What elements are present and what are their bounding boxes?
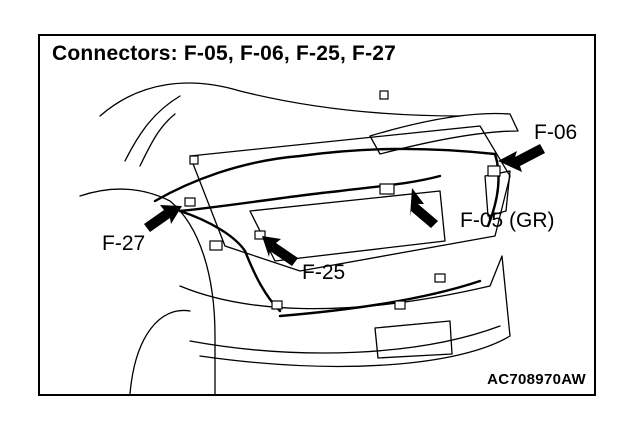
connector-shape xyxy=(379,183,395,195)
arrow-f27 xyxy=(144,205,182,232)
harness-main xyxy=(153,147,497,203)
connector-shape xyxy=(434,273,446,283)
spoiler xyxy=(369,112,519,155)
callout-f27: F-27 xyxy=(102,232,146,255)
connector-shape xyxy=(189,155,199,165)
arrow-f05 xyxy=(410,188,438,228)
connector-shape xyxy=(209,240,223,251)
figure-id: AC708970AW xyxy=(487,371,586,388)
connector-shape xyxy=(254,230,266,240)
harness-right xyxy=(486,152,500,228)
rear-bumper xyxy=(179,255,511,368)
wheel-arch xyxy=(129,309,191,394)
trunk-lid xyxy=(189,125,511,272)
harness-left xyxy=(178,209,282,313)
harness-bumper xyxy=(278,279,482,318)
connector-shape xyxy=(271,300,283,310)
plate-area xyxy=(374,320,453,359)
rear-window xyxy=(124,95,181,167)
harness-trunk xyxy=(178,174,442,213)
arrow-f25 xyxy=(262,236,298,266)
roof-outline xyxy=(99,82,461,117)
callout-f06: F-06 xyxy=(534,121,578,144)
arrow-f06 xyxy=(498,144,545,172)
connector-shape xyxy=(379,90,389,100)
vehicle-rear-wiring-drawing xyxy=(79,82,545,394)
callout-f25: F-25 xyxy=(302,261,346,284)
callout-f05: F-05 (GR) xyxy=(460,209,555,232)
tail-lamp xyxy=(484,170,511,217)
bumper-lower xyxy=(189,325,501,354)
connector-shape xyxy=(394,300,406,310)
connector-shape xyxy=(487,165,501,177)
diagram-title: Connectors: F-05, F-06, F-25, F-27 xyxy=(52,42,397,65)
connector-shape xyxy=(184,197,196,207)
diagram-frame: Connectors: F-05, F-06, F-25, F-27 F-06 … xyxy=(38,34,596,396)
